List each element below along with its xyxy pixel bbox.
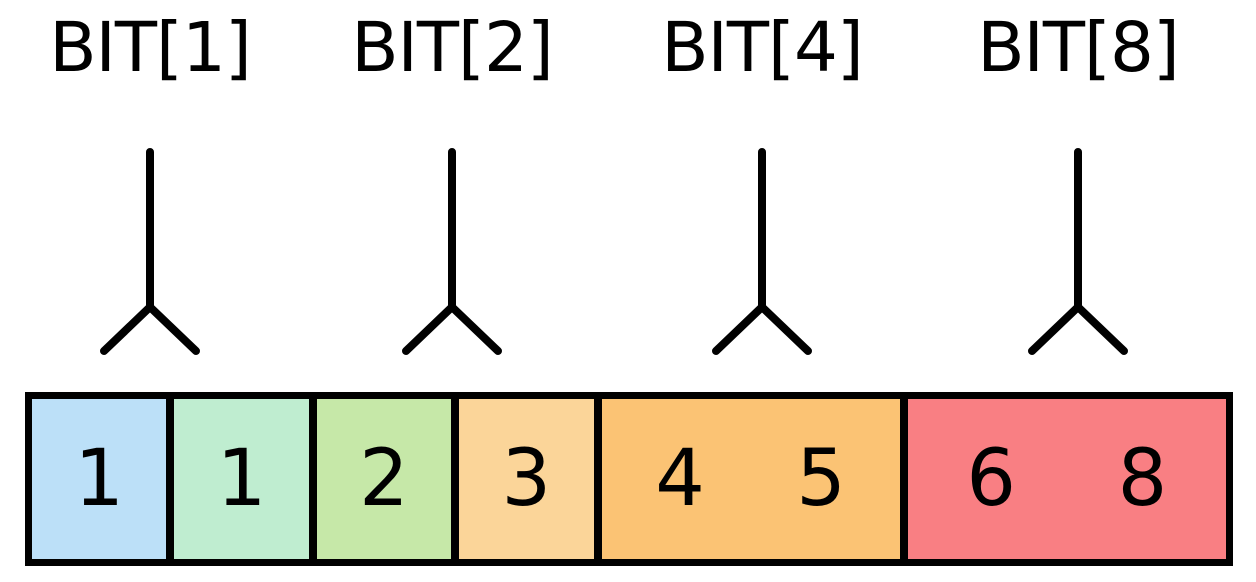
bit-cell-1[interactable]: 1 — [174, 399, 309, 559]
bit-cell-0[interactable]: 1 — [32, 399, 167, 559]
pointer-bit-2 — [402, 148, 502, 355]
bit-cell-2[interactable]: 2 — [316, 399, 452, 559]
bit-label-row: BIT[1] BIT[2] BIT[4] BIT[8] — [0, 0, 1256, 130]
pointer-bit-4 — [712, 148, 812, 355]
cell-value: 1 — [74, 434, 124, 524]
pointer-stroke — [100, 148, 200, 355]
cell-value: 4 — [655, 434, 705, 524]
cell-value: 2 — [359, 434, 409, 524]
cell-value: 6 — [966, 434, 1017, 524]
pointer-bit-8 — [1028, 148, 1128, 355]
pointer-stroke — [402, 148, 502, 355]
pointer-stroke — [712, 148, 812, 355]
bit-label-0: BIT[1] — [49, 8, 252, 88]
bit-label-1: BIT[2] — [351, 8, 554, 88]
bit-cell-3[interactable]: 3 — [459, 399, 594, 559]
pointer-stroke — [1028, 148, 1128, 355]
cell-value: 8 — [1117, 434, 1168, 524]
bit-label-2: BIT[4] — [661, 8, 864, 88]
bit-label-3: BIT[8] — [977, 8, 1180, 88]
cell-value: 3 — [501, 434, 552, 524]
pointer-bit-1 — [100, 148, 200, 355]
cell-value: 1 — [216, 434, 267, 524]
cell-value: 5 — [796, 434, 846, 524]
